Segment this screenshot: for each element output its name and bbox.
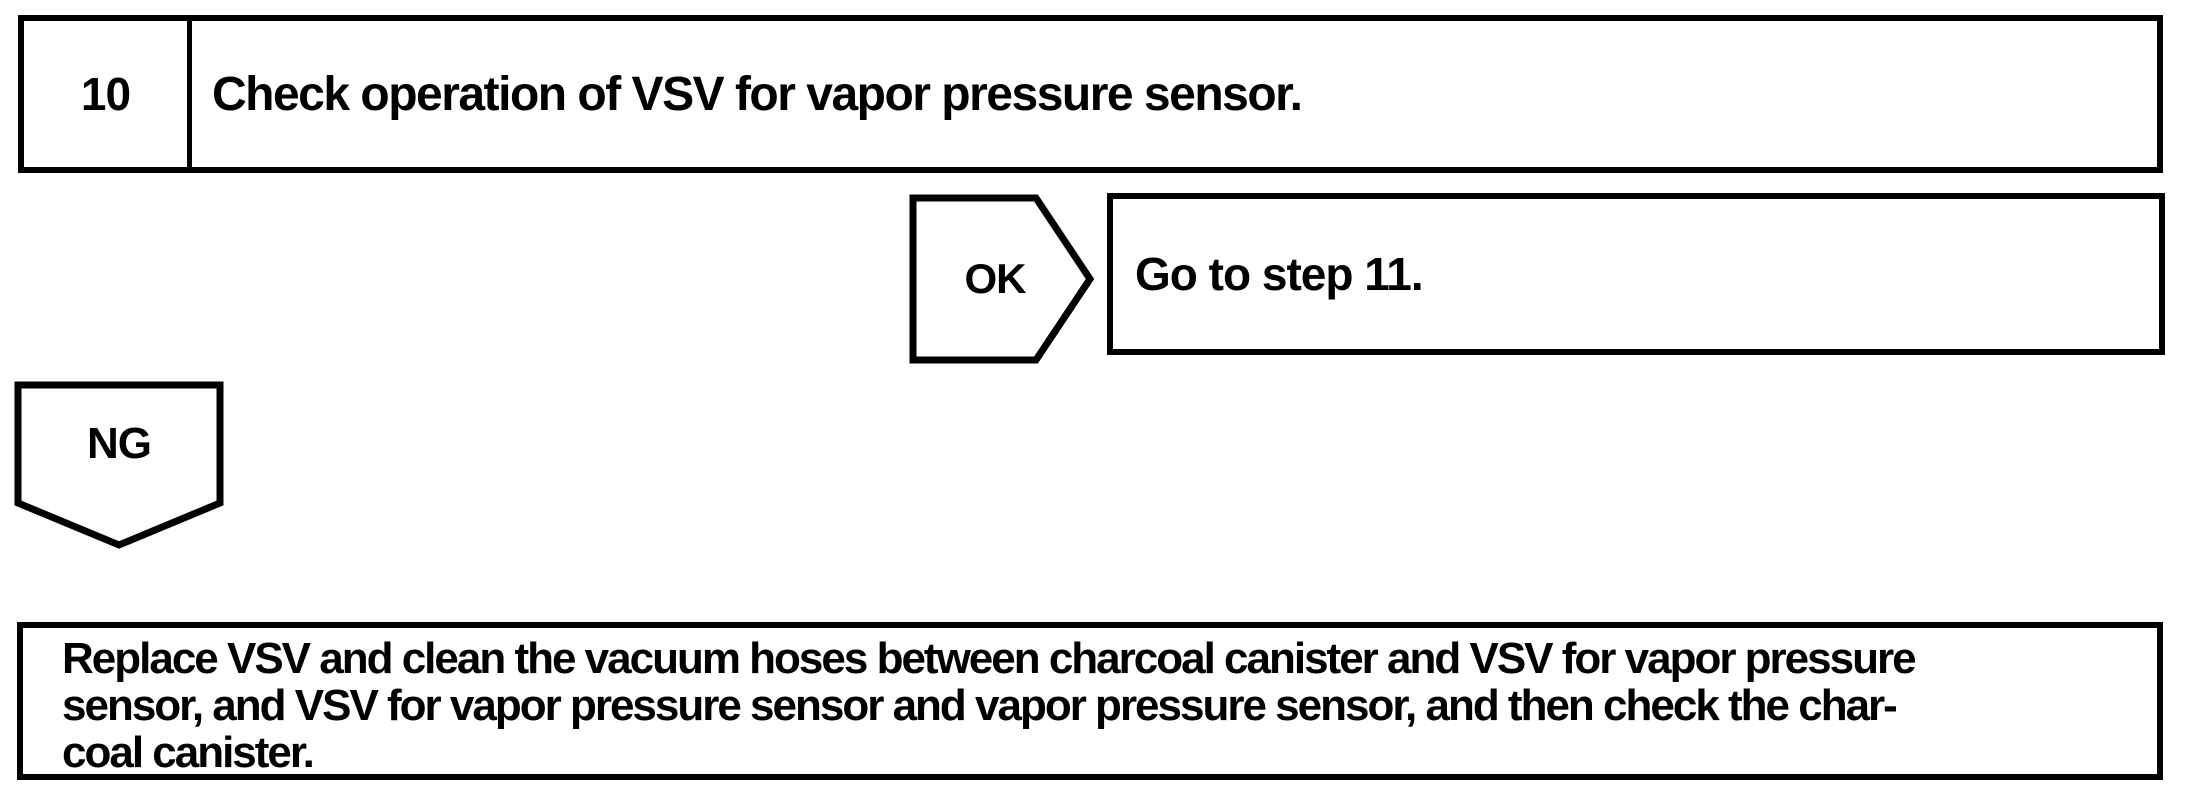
ok-label: OK bbox=[964, 255, 1027, 302]
ok-result-box: Go to step 11. bbox=[1107, 193, 2165, 355]
ng-label: NG bbox=[87, 419, 152, 468]
ng-result-box: Replace VSV and clean the vacuum hoses b… bbox=[17, 622, 2163, 780]
step-number: 10 bbox=[24, 21, 192, 167]
step-box: 10 Check operation of VSV for vapor pres… bbox=[18, 15, 2163, 173]
ok-result-text: Go to step 11. bbox=[1135, 248, 1424, 300]
ok-arrow-right-icon bbox=[909, 194, 1095, 364]
result-line: sensor, and VSV for vapor pressure senso… bbox=[62, 681, 1898, 730]
ng-arrow-down-icon bbox=[14, 381, 224, 549]
result-line: Replace VSV and clean the vacuum hoses b… bbox=[62, 634, 1917, 683]
result-line: coal canister. bbox=[62, 728, 315, 777]
step-instruction: Check operation of VSV for vapor pressur… bbox=[212, 67, 1303, 121]
ok-connector: OK bbox=[909, 194, 1095, 364]
ng-connector: NG bbox=[14, 381, 224, 549]
